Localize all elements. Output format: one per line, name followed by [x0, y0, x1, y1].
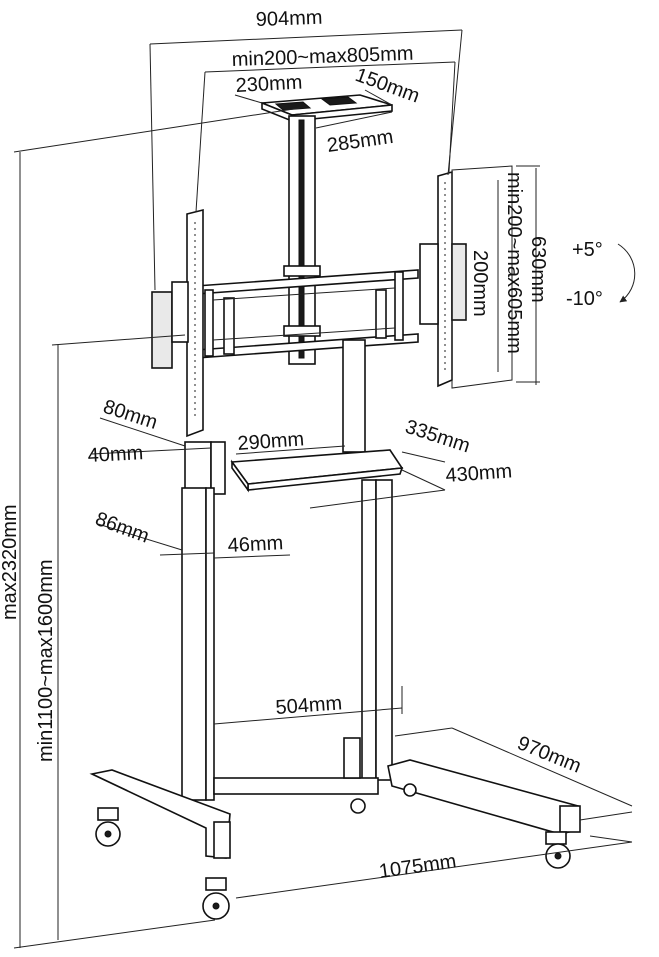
label-column-spacing: 504mm — [275, 692, 343, 719]
right-vesa-bracket — [419, 170, 467, 388]
stand-drawing — [89, 94, 581, 920]
top-plate — [261, 94, 393, 123]
label-shelf-depth: 335mm — [402, 416, 472, 458]
lower-columns — [181, 479, 393, 801]
label-lower-column-depth: 46mm — [227, 532, 284, 557]
label-vesa-vertical: min200~max605mm — [503, 172, 525, 354]
label-bracket-height: 200mm — [469, 250, 491, 317]
base — [89, 759, 581, 859]
upper-column — [283, 115, 321, 365]
shelf — [230, 449, 404, 493]
label-shelf-width: 290mm — [237, 428, 305, 455]
label-base-width: 1075mm — [378, 850, 458, 883]
label-top-plate-length: 285mm — [326, 126, 395, 157]
label-height-range: min1100~max1600mm — [35, 559, 57, 762]
left-vesa-bracket — [151, 208, 204, 438]
label-tilt-down: -10° — [566, 288, 603, 310]
label-base-depth: 970mm — [514, 732, 584, 777]
label-lower-column-width: 86mm — [92, 508, 152, 548]
column-sleeve — [184, 339, 366, 495]
label-tilt-up: +5° — [572, 239, 603, 261]
casters — [95, 783, 571, 920]
label-shelf-length: 430mm — [445, 460, 513, 487]
label-vesa-horizontal: min200~max805mm — [231, 43, 413, 71]
label-total-height: max2320mm — [0, 504, 21, 620]
label-column-depth: 40mm — [87, 442, 144, 467]
label-top-plate-width: 230mm — [235, 72, 303, 97]
label-overall-width: 904mm — [255, 7, 322, 31]
tv-panel-outline — [451, 165, 513, 389]
dimension-lines — [13, 29, 636, 949]
label-panel-height: 630mm — [527, 236, 549, 303]
